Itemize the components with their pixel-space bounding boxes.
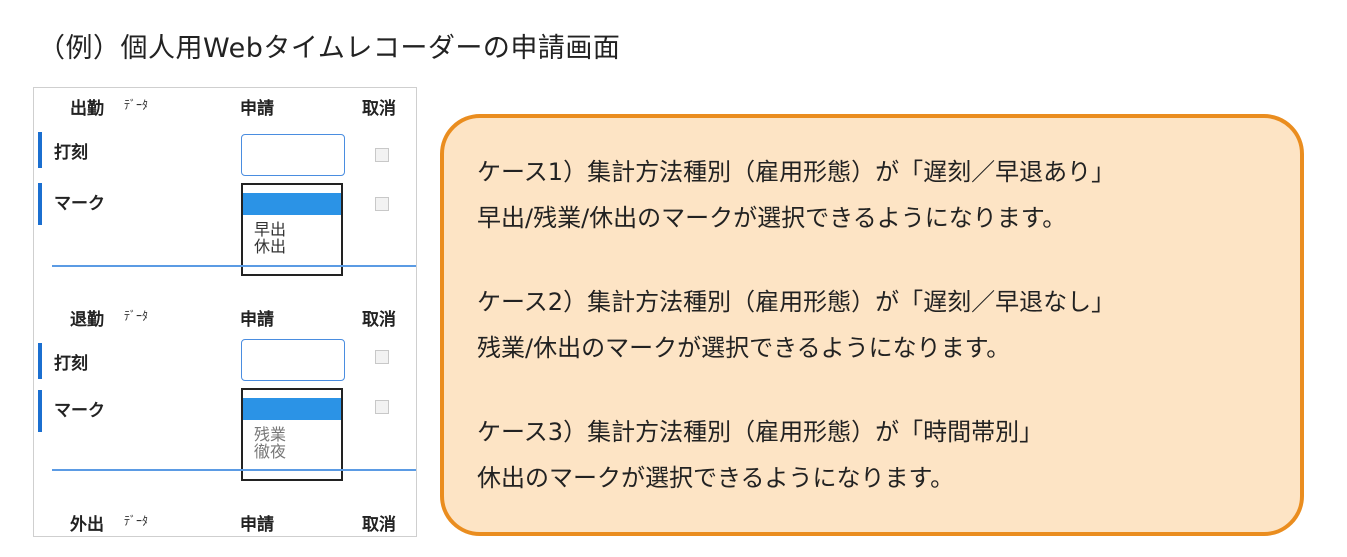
stamp-apply-input-clock-out[interactable]	[241, 339, 345, 381]
mark-label: マーク	[54, 401, 105, 421]
row-accent-bar	[38, 343, 42, 379]
data-column-label: ﾃﾞｰﾀ	[124, 98, 149, 112]
section-name: 退勤	[70, 310, 104, 330]
section-header-go-out: 外出 ﾃﾞｰﾀ 申請 取消	[34, 504, 416, 535]
row-accent-bar	[38, 132, 42, 168]
stamp-label: 打刻	[54, 143, 88, 163]
cancel-column-label: 取消	[362, 99, 396, 119]
section-divider	[52, 265, 416, 267]
mark-cancel-checkbox-clock-in[interactable]	[375, 197, 389, 211]
explanation-callout: ケース1）集計方法種別（雇用形態）が「遅刻／早退あり」 早出/残業/休出のマーク…	[440, 114, 1304, 536]
dropdown-option[interactable]: 残業	[254, 425, 287, 444]
stamp-label: 打刻	[54, 354, 88, 374]
apply-column-label: 申請	[240, 515, 274, 535]
stamp-cancel-checkbox-clock-out[interactable]	[375, 350, 389, 364]
section-name: 外出	[70, 515, 104, 535]
section-divider	[52, 469, 416, 471]
cancel-column-label: 取消	[362, 515, 396, 535]
stamp-apply-input-clock-in[interactable]	[241, 134, 345, 176]
data-column-label: ﾃﾞｰﾀ	[124, 309, 149, 323]
mark-label: マーク	[54, 194, 105, 214]
data-column-label: ﾃﾞｰﾀ	[124, 514, 149, 528]
callout-case2-title: ケース2）集計方法種別（雇用形態）が「遅刻／早退なし」	[477, 288, 1116, 316]
mark-dropdown-clock-in[interactable]: 早出 休出	[241, 183, 343, 276]
dropdown-option-selected[interactable]	[243, 398, 341, 420]
callout-case3-title: ケース3）集計方法種別（雇用形態）が「時間帯別」	[477, 418, 1044, 446]
callout-case3-desc: 休出のマークが選択できるようになります。	[477, 464, 955, 492]
stamp-cancel-checkbox-clock-in[interactable]	[375, 148, 389, 162]
mark-dropdown-clock-out[interactable]: 残業 徹夜	[241, 388, 343, 481]
callout-case1-title: ケース1）集計方法種別（雇用形態）が「遅刻／早退あり」	[477, 158, 1116, 186]
dropdown-option[interactable]: 徹夜	[254, 442, 287, 461]
row-accent-bar	[38, 183, 42, 225]
callout-case2-desc: 残業/休出のマークが選択できるようになります。	[477, 334, 1011, 362]
row-accent-bar	[38, 390, 42, 432]
page-title: （例）個人用Webタイムレコーダーの申請画面	[38, 33, 621, 64]
cancel-column-label: 取消	[362, 310, 396, 330]
dropdown-option[interactable]: 早出	[254, 220, 287, 239]
callout-case1-desc: 早出/残業/休出のマークが選択できるようになります。	[477, 204, 1067, 232]
apply-column-label: 申請	[240, 310, 274, 330]
time-recorder-panel: 出勤 ﾃﾞｰﾀ 申請 取消 打刻 マーク 早出 休出 退勤 ﾃﾞｰﾀ 申請 取消…	[33, 87, 417, 537]
apply-column-label: 申請	[240, 99, 274, 119]
section-header-clock-in: 出勤 ﾃﾞｰﾀ 申請 取消	[34, 88, 416, 119]
dropdown-option-selected[interactable]	[243, 193, 341, 215]
section-name: 出勤	[70, 99, 104, 119]
section-header-clock-out: 退勤 ﾃﾞｰﾀ 申請 取消	[34, 299, 416, 330]
dropdown-option[interactable]: 休出	[254, 237, 287, 256]
mark-cancel-checkbox-clock-out[interactable]	[375, 400, 389, 414]
